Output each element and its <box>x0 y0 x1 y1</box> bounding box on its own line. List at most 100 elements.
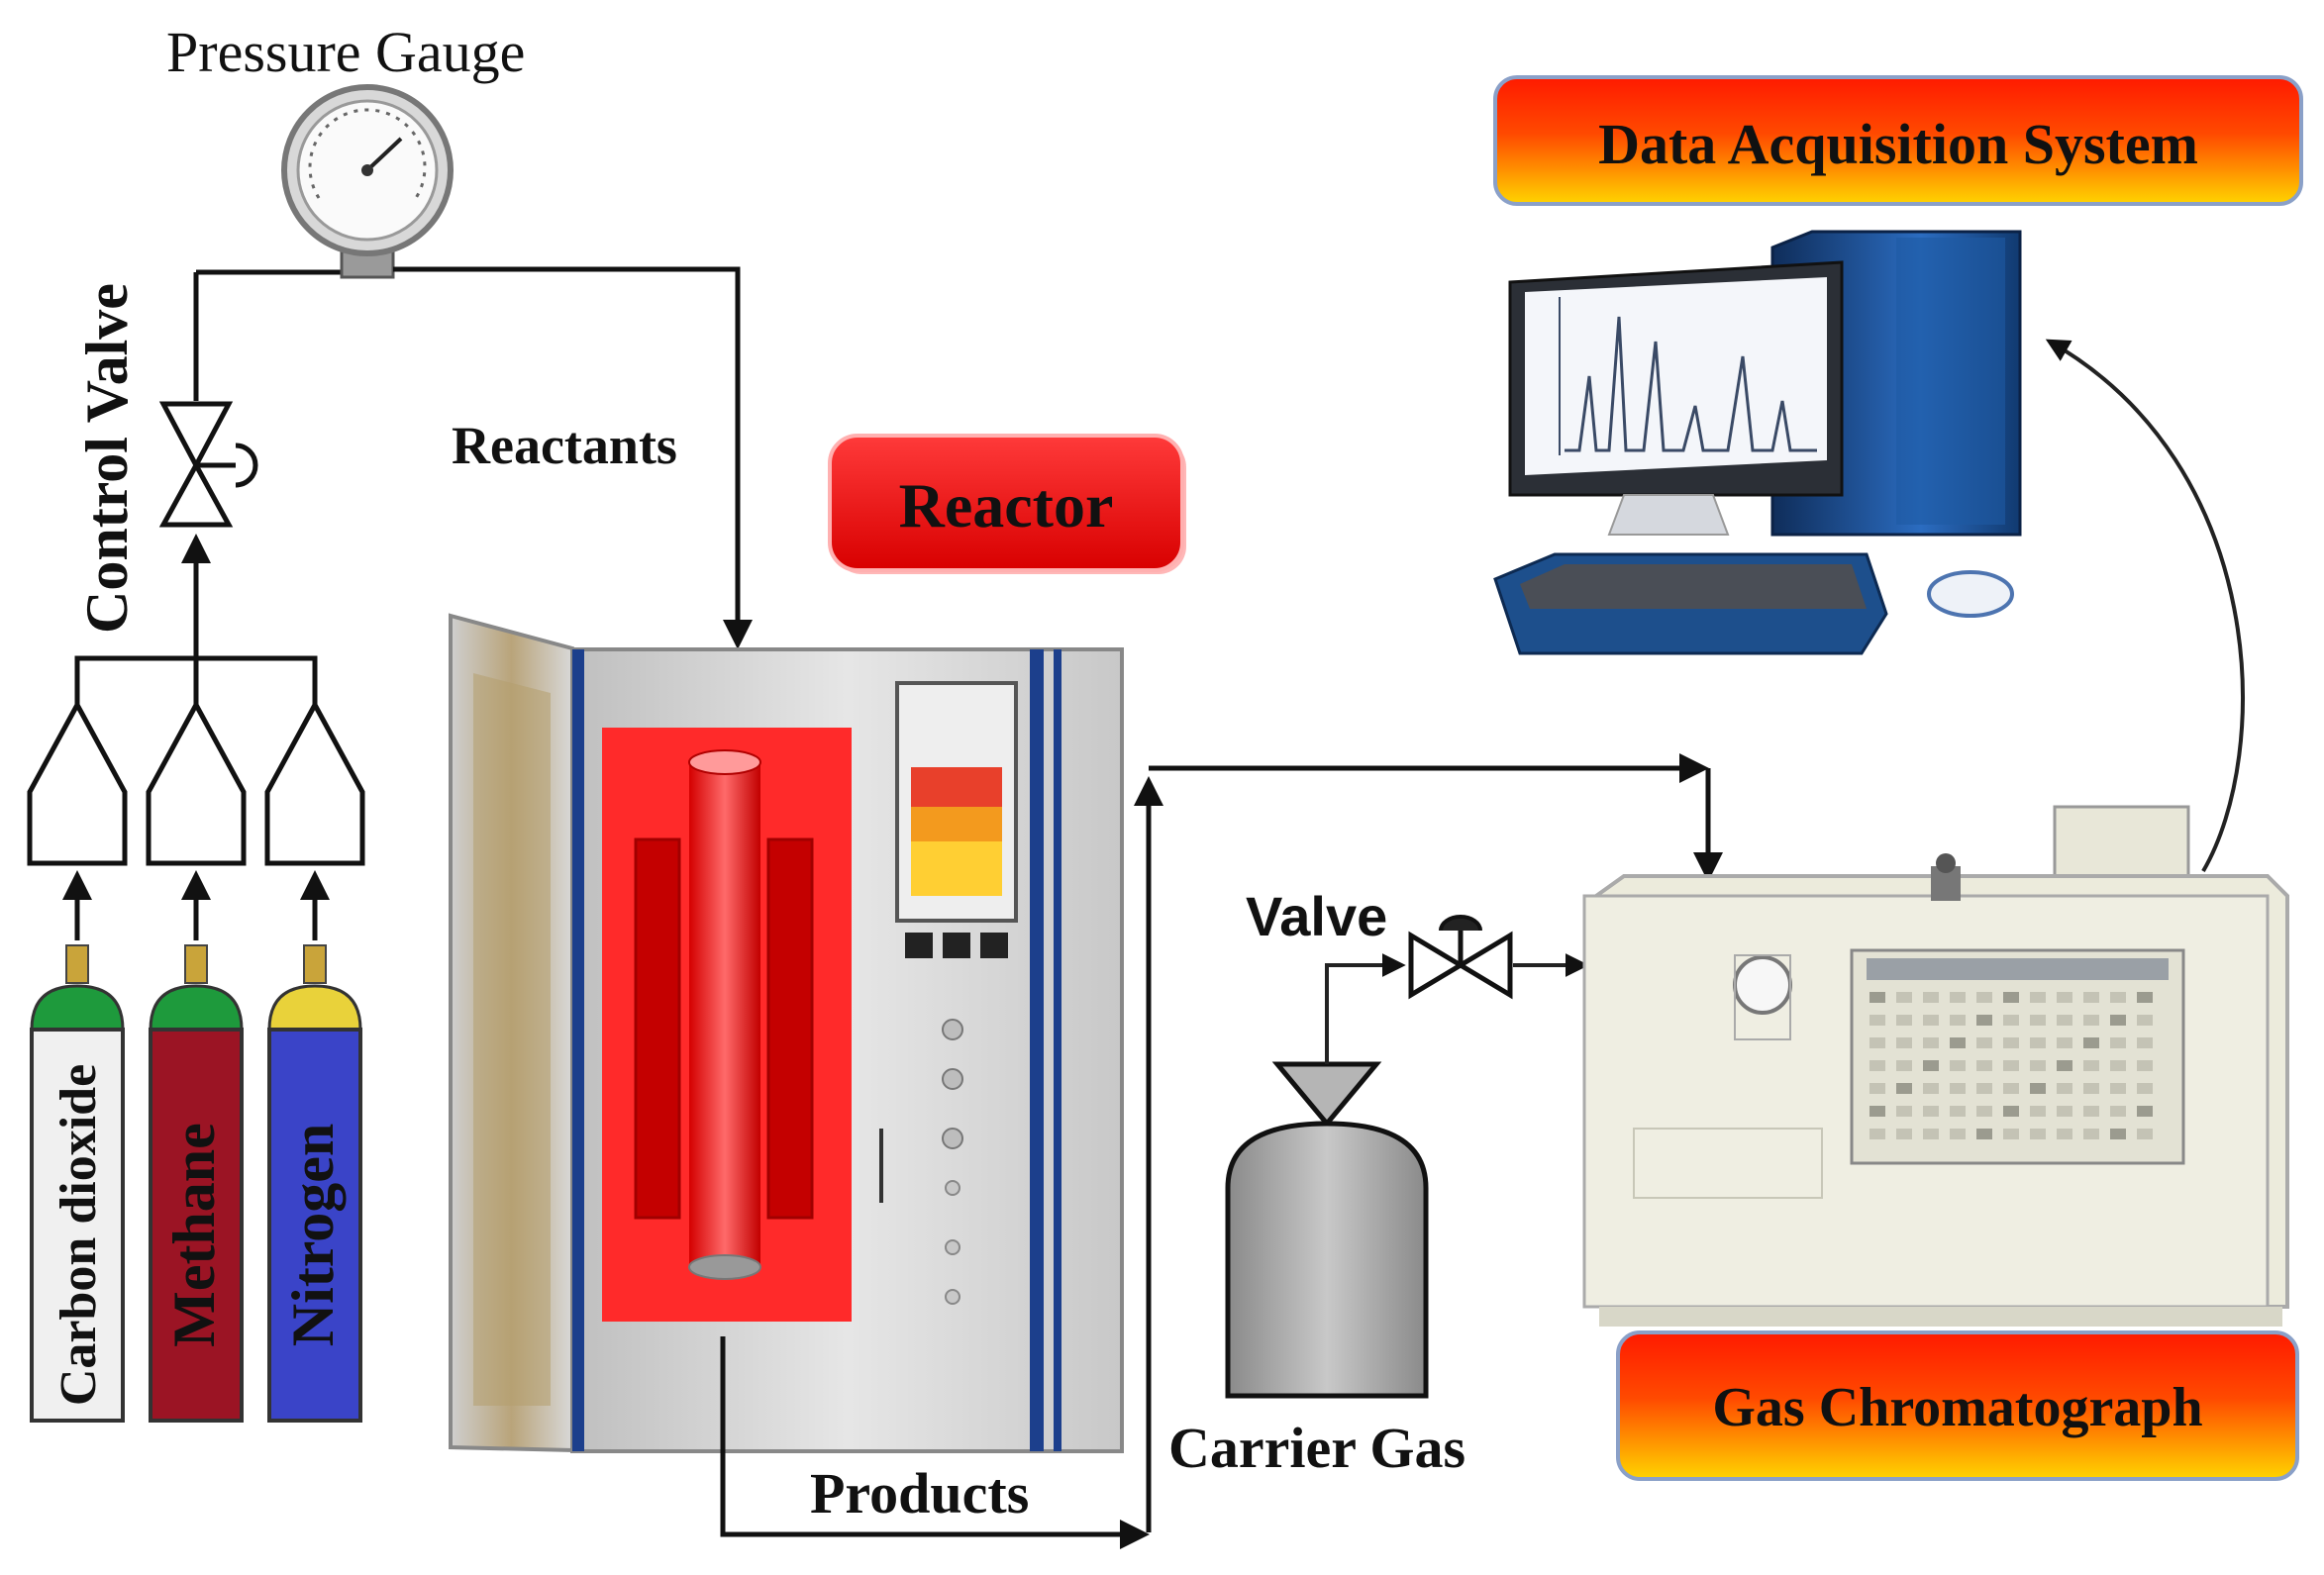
gc-key <box>2003 1037 2019 1048</box>
gc-key <box>2003 1129 2019 1139</box>
gc-key <box>2083 1015 2099 1026</box>
gc-key <box>1976 1060 1992 1071</box>
gc-key <box>2110 992 2126 1003</box>
gc-key <box>1950 1083 1966 1094</box>
reactor-cabinet <box>449 613 1124 1453</box>
gc-key <box>1923 1037 1939 1048</box>
gc-key <box>2057 1083 2072 1094</box>
funnel-methane <box>146 699 247 866</box>
cylinder-nitrogen: Nitrogen <box>267 944 362 1423</box>
gc-key <box>2030 1083 2046 1094</box>
gc-key <box>2003 1060 2019 1071</box>
gc-key <box>1976 1083 1992 1094</box>
gc-key <box>1923 1106 1939 1117</box>
chromatogram-trace <box>1565 316 1817 452</box>
gc-key <box>2057 992 2072 1003</box>
gc-key <box>2003 1106 2019 1117</box>
gas-chromatograph <box>1582 805 2289 1327</box>
carrier-gas-label: Carrier Gas <box>1168 1416 1465 1480</box>
cylinder-carbon-dioxide: Carbon dioxide <box>30 944 125 1423</box>
gc-key <box>2110 1106 2126 1117</box>
gc-key <box>1923 1083 1939 1094</box>
cylinder-label: Nitrogen <box>280 1124 346 1347</box>
heater-plate-left <box>634 837 681 1220</box>
gc-key <box>1923 992 1939 1003</box>
gc-key <box>2083 992 2099 1003</box>
gc-key <box>2003 992 2019 1003</box>
gc-key <box>2137 1106 2153 1117</box>
pressure-gauge-label: Pressure Gauge <box>166 20 525 84</box>
gas-cylinders: Carbon dioxide Methane Nitrogen <box>30 944 362 1423</box>
gc-key <box>1950 1060 1966 1071</box>
pressure-gauge-icon <box>281 84 454 279</box>
gc-key <box>1869 1129 1885 1139</box>
gas-chromatograph-banner <box>1616 1330 2299 1481</box>
gc-key <box>2083 1129 2099 1139</box>
gc-key <box>2110 1129 2126 1139</box>
reactor-knob-2 <box>942 1068 963 1090</box>
gc-key <box>1976 1037 1992 1048</box>
cylinder-label: Methane <box>161 1123 227 1347</box>
gc-key <box>1923 1060 1939 1071</box>
gc-key <box>1950 992 1966 1003</box>
gc-key <box>2083 1060 2099 1071</box>
gc-key <box>1923 1015 1939 1026</box>
reactor-label: Reactor <box>899 470 1114 541</box>
computer-icon <box>1493 230 2022 655</box>
data-acquisition-label: Data Acquisition System <box>1598 112 2198 176</box>
gc-key <box>1923 1129 1939 1139</box>
gc-key <box>1869 1083 1885 1094</box>
gc-key <box>2003 1083 2019 1094</box>
gc-pressure-gauge <box>1733 955 1792 1015</box>
gc-key <box>2030 1106 2046 1117</box>
valve-label: Valve <box>1246 885 1387 947</box>
gc-key <box>2057 1015 2072 1026</box>
cylinder-label: Carbon dioxide <box>51 1064 107 1406</box>
temperature-display-1 <box>905 933 933 958</box>
gc-key <box>2057 1106 2072 1117</box>
mouse-icon <box>1927 570 2014 618</box>
gc-key <box>2110 1083 2126 1094</box>
reactor-tube <box>688 749 761 1280</box>
gc-key <box>1896 1060 1912 1071</box>
gc-key <box>2083 1083 2099 1094</box>
gc-key <box>2030 1060 2046 1071</box>
gc-key <box>2137 1083 2153 1094</box>
products-label: Products <box>810 1461 1029 1526</box>
gc-key <box>2137 1060 2153 1071</box>
gc-key <box>1869 1060 1885 1071</box>
gc-key <box>1896 1129 1912 1139</box>
gc-key <box>2137 1129 2153 1139</box>
gc-key <box>2083 1106 2099 1117</box>
reactor-knob-3 <box>942 1128 963 1149</box>
gc-key <box>1950 1129 1966 1139</box>
gc-key <box>1976 1129 1992 1139</box>
gc-key <box>2030 1015 2046 1026</box>
gc-key <box>2030 1037 2046 1048</box>
temperature-display-2 <box>943 933 970 958</box>
funnel-nitrogen <box>264 699 365 866</box>
gc-key <box>2030 1129 2046 1139</box>
gc-key <box>2030 992 2046 1003</box>
gc-key <box>2057 1129 2072 1139</box>
gc-key <box>1950 1015 1966 1026</box>
gc-key <box>2137 1015 2153 1026</box>
reactants-label: Reactants <box>452 416 677 475</box>
gc-key <box>1950 1037 1966 1048</box>
gc-key <box>1950 1106 1966 1117</box>
control-valve-label: Control Valve <box>74 283 140 634</box>
gc-key <box>2137 992 2153 1003</box>
gc-key <box>2083 1037 2099 1048</box>
gc-key <box>1869 1037 1885 1048</box>
gc-key <box>2137 1037 2153 1048</box>
cylinder-methane: Methane <box>149 944 244 1423</box>
reactor-banner <box>828 434 1186 574</box>
gc-key <box>1869 1015 1885 1026</box>
gc-key <box>1896 1015 1912 1026</box>
temperature-display-3 <box>980 933 1008 958</box>
gas-supply-manifold <box>27 269 365 940</box>
gc-control-panel <box>1850 948 2185 1165</box>
gc-key <box>1869 1106 1885 1117</box>
gc-key <box>2110 1060 2126 1071</box>
